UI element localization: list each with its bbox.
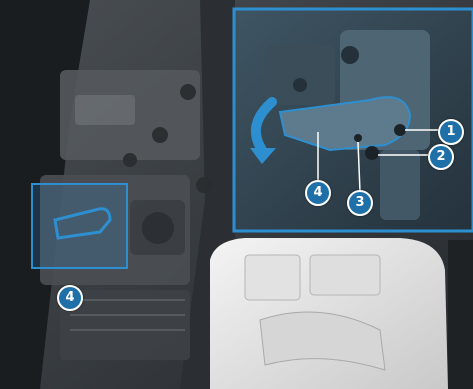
callout-3: 3	[347, 190, 373, 216]
callout-4-overview: 4	[57, 285, 83, 311]
lever-screw	[365, 146, 379, 160]
lever-point	[354, 134, 362, 142]
callout-1: 1	[438, 119, 464, 145]
overview-highlight-box	[32, 184, 127, 268]
callout-4-detail: 4	[305, 180, 331, 206]
lever-pivot	[394, 124, 406, 136]
air-filter-housing	[210, 238, 473, 389]
callout-2: 2	[428, 144, 454, 170]
